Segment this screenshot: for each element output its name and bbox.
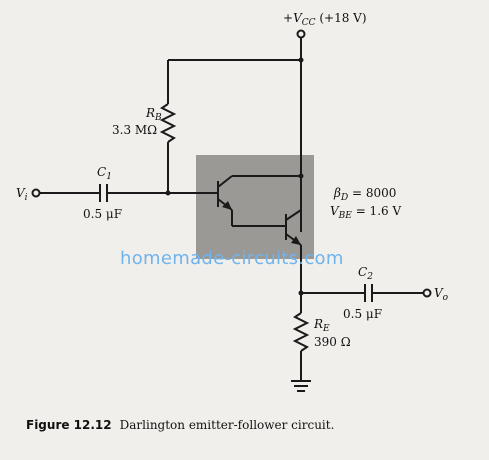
junction-rb-base [165, 190, 171, 196]
caption-text: Darlington emitter-follower circuit. [119, 418, 335, 432]
re-subscript: E [323, 324, 330, 334]
q1-collector [217, 175, 233, 188]
rb-name: RB [146, 106, 162, 123]
vi-symbol: V [16, 186, 25, 200]
vbe-subscript: BE [338, 211, 352, 221]
beta-label: βD = 8000 [334, 186, 397, 203]
junction-vcc-top [298, 57, 304, 63]
q2-collector [285, 209, 302, 221]
vcc-label: +VCC (+18 V) [283, 11, 367, 28]
c2-name: C2 [358, 265, 373, 282]
figure-caption: Figure 12.12 Darlington emitter-follower … [26, 418, 334, 432]
c1-name: C1 [97, 165, 112, 182]
vbe-label: VBE = 1.6 V [330, 204, 402, 221]
c1-symbol: C [97, 165, 107, 179]
figure-number: Figure 12.12 [26, 418, 112, 432]
beta-symbol: β [334, 186, 341, 200]
c2-symbol: C [358, 265, 368, 279]
c2-value: 0.5 μF [343, 307, 383, 321]
re-name: RE [314, 317, 330, 334]
vo-symbol: V [434, 286, 443, 300]
vi-terminal [31, 188, 41, 198]
c2-subscript: 2 [367, 272, 373, 282]
vi-subscript: i [24, 193, 28, 203]
vo-label: Vo [434, 286, 449, 303]
c1-value: 0.5 μF [83, 207, 123, 221]
watermark-text: homemade-circuits.com [120, 248, 344, 269]
re-symbol: R [314, 317, 324, 331]
re-value: 390 Ω [314, 335, 351, 349]
vcc-subscript: CC [301, 18, 316, 28]
junction-collectors [298, 173, 304, 179]
vcc-terminal [296, 29, 306, 39]
vi-label: Vi [16, 186, 28, 203]
beta-value: = 8000 [351, 186, 397, 200]
rb-resistor [159, 103, 177, 143]
vcc-symbol: V [293, 11, 302, 25]
vcc-value: (+18 V) [319, 11, 367, 25]
rb-subscript: B [155, 113, 162, 123]
vbe-value: = 1.6 V [355, 204, 402, 218]
junction-output [298, 290, 304, 296]
re-resistor [292, 312, 310, 352]
q1-emitter-arrow [222, 201, 232, 210]
q2-emitter-arrow [291, 236, 301, 245]
vbe-symbol: V [330, 204, 339, 218]
rb-value: 3.3 MΩ [112, 123, 158, 137]
rb-symbol: R [146, 106, 156, 120]
vo-terminal [422, 288, 432, 298]
vo-subscript: o [442, 293, 449, 303]
beta-subscript: D [340, 193, 349, 203]
c1-subscript: 1 [106, 172, 112, 182]
